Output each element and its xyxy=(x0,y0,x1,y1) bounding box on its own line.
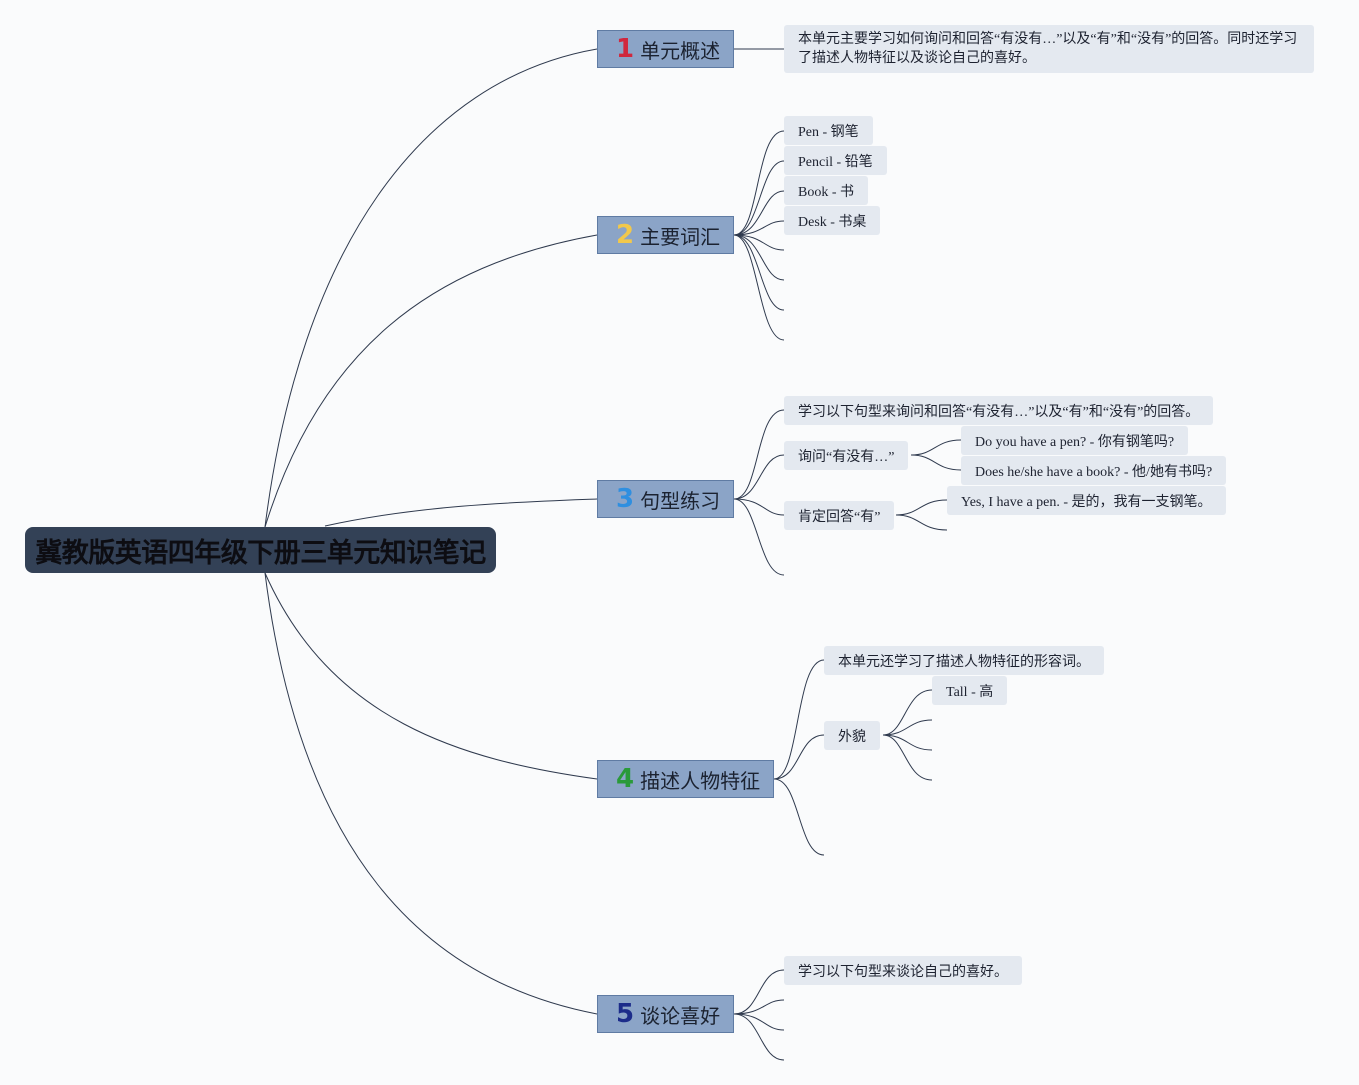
branch-label: 单元概述 xyxy=(640,38,721,63)
branch-number: 2 xyxy=(616,220,635,250)
branch-talk-likes[interactable]: 5 谈论喜好 xyxy=(597,995,734,1033)
branch-label: 句型练习 xyxy=(640,488,721,513)
vocab-item[interactable]: Pen - 钢笔 xyxy=(784,116,873,145)
overview-text[interactable]: 本单元主要学习如何询问和回答“有没有…”以及“有”和“没有”的回答。同时还学习了… xyxy=(784,25,1314,73)
branch-sentence-practice[interactable]: 3 句型练习 xyxy=(597,480,734,518)
branch-vocabulary[interactable]: 2 主要词汇 xyxy=(597,216,734,254)
describe-intro[interactable]: 本单元还学习了描述人物特征的形容词。 xyxy=(824,646,1104,675)
branch-label: 主要词汇 xyxy=(640,224,721,249)
root-title: 冀教版英语四年级下册三单元知识笔记 xyxy=(35,537,486,569)
likes-intro[interactable]: 学习以下句型来谈论自己的喜好。 xyxy=(784,956,1022,985)
ask-item[interactable]: Do you have a pen? - 你有钢笔吗? xyxy=(961,426,1189,455)
branch-describe-people[interactable]: 4 描述人物特征 xyxy=(597,760,774,798)
ask-label[interactable]: 询问“有没有…” xyxy=(784,441,909,470)
branch-number: 3 xyxy=(616,484,635,514)
appearance-item[interactable]: Tall - 高 xyxy=(932,676,1008,705)
vocab-item[interactable]: Desk - 书桌 xyxy=(784,206,881,235)
ask-item[interactable]: Does he/she have a book? - 他/她有书吗? xyxy=(961,456,1227,485)
branch-overview[interactable]: 1 单元概述 xyxy=(597,30,734,68)
branch-label: 描述人物特征 xyxy=(640,768,761,793)
branch-number: 5 xyxy=(616,999,635,1029)
branch-number: 1 xyxy=(616,34,635,64)
yes-label[interactable]: 肯定回答“有” xyxy=(784,501,895,530)
vocab-item[interactable]: Book - 书 xyxy=(784,176,868,205)
sentence-intro[interactable]: 学习以下句型来询问和回答“有没有…”以及“有”和“没有”的回答。 xyxy=(784,396,1214,425)
yes-item[interactable]: Yes, I have a pen. - 是的，我有一支钢笔。 xyxy=(947,486,1226,515)
branch-label: 谈论喜好 xyxy=(640,1003,721,1028)
appearance-label[interactable]: 外貌 xyxy=(824,721,880,750)
vocab-item[interactable]: Pencil - 铅笔 xyxy=(784,146,887,175)
branch-number: 4 xyxy=(616,764,635,794)
root-topic[interactable]: 冀教版英语四年级下册三单元知识笔记 xyxy=(25,527,496,573)
